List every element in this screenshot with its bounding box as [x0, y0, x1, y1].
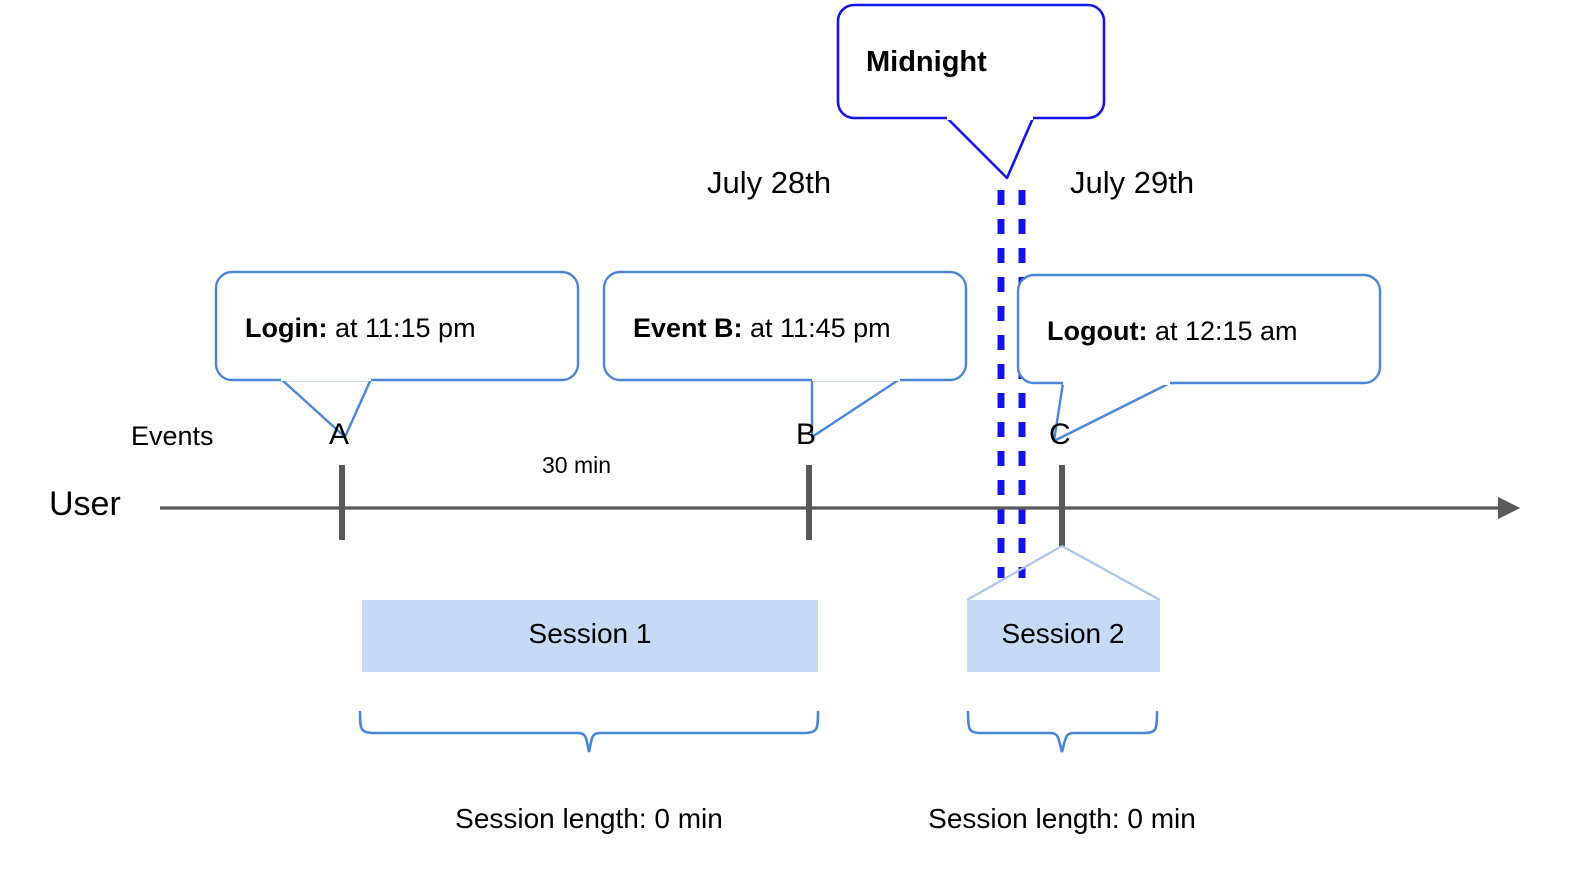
- event-callout-logout[interactable]: Logout: at 12:15 am: [1016, 273, 1382, 443]
- midnight-callout-label: Midnight: [866, 46, 987, 78]
- date-label-july-29: July 29th: [1070, 165, 1194, 200]
- session-2-label: Session 2: [1002, 618, 1125, 649]
- session-1-block[interactable]: Session 1: [362, 600, 818, 672]
- events-row-label: Events: [131, 421, 214, 451]
- event-callout-event-b-box: [602, 270, 968, 382]
- event-callout-login-box: [214, 270, 580, 382]
- event-callout-logout-box: [1016, 273, 1382, 385]
- event-callout-event-b-strong: Event B:: [633, 313, 743, 343]
- event-callout-login-strong: Login:: [245, 313, 327, 343]
- midnight-callout[interactable]: Midnight: [836, 3, 1106, 180]
- user-lane-label: User: [49, 485, 121, 523]
- event-callout-login-text: Login: at 11:15 pm: [245, 313, 476, 343]
- event-callout-login-rest: at 11:15 pm: [327, 313, 475, 343]
- session-2-length-label: Session length: 0 min: [928, 803, 1196, 834]
- session-2-rect: [967, 600, 1160, 672]
- event-callout-logout-tail: [1052, 381, 1172, 443]
- event-marker-label-c: C: [1049, 418, 1071, 451]
- event-marker-label-a: A: [329, 418, 349, 451]
- session-1-rect: [362, 600, 818, 672]
- event-callout-logout-strong: Logout:: [1047, 316, 1147, 346]
- event-callout-event-b-text: Event B: at 11:45 pm: [633, 313, 891, 343]
- date-label-july-28: July 28th: [707, 165, 831, 200]
- duration-label-30-min: 30 min: [542, 452, 611, 478]
- session-2-block[interactable]: Session 2: [967, 600, 1160, 672]
- session-2-guide-lines: [966, 545, 1161, 601]
- event-callout-login[interactable]: Login: at 11:15 pm: [214, 270, 580, 439]
- event-marker-label-b: B: [796, 418, 816, 451]
- session-2-brace: [966, 710, 1159, 753]
- session-1-label: Session 1: [529, 618, 652, 649]
- midnight-divider: [997, 190, 1026, 578]
- midnight-callout-tail: [945, 116, 1035, 180]
- event-callout-event-b-rest: at 11:45 pm: [743, 313, 891, 343]
- event-callout-logout-text: Logout: at 12:15 am: [1047, 316, 1298, 346]
- event-callout-login-tail: [279, 377, 373, 439]
- event-callout-event-b-tail: [810, 377, 902, 439]
- session-1-length-label: Session length: 0 min: [455, 803, 723, 834]
- session-1-brace: [358, 710, 820, 753]
- event-callout-event-b[interactable]: Event B: at 11:45 pm: [602, 270, 968, 439]
- event-callout-logout-rest: at 12:15 am: [1147, 316, 1297, 346]
